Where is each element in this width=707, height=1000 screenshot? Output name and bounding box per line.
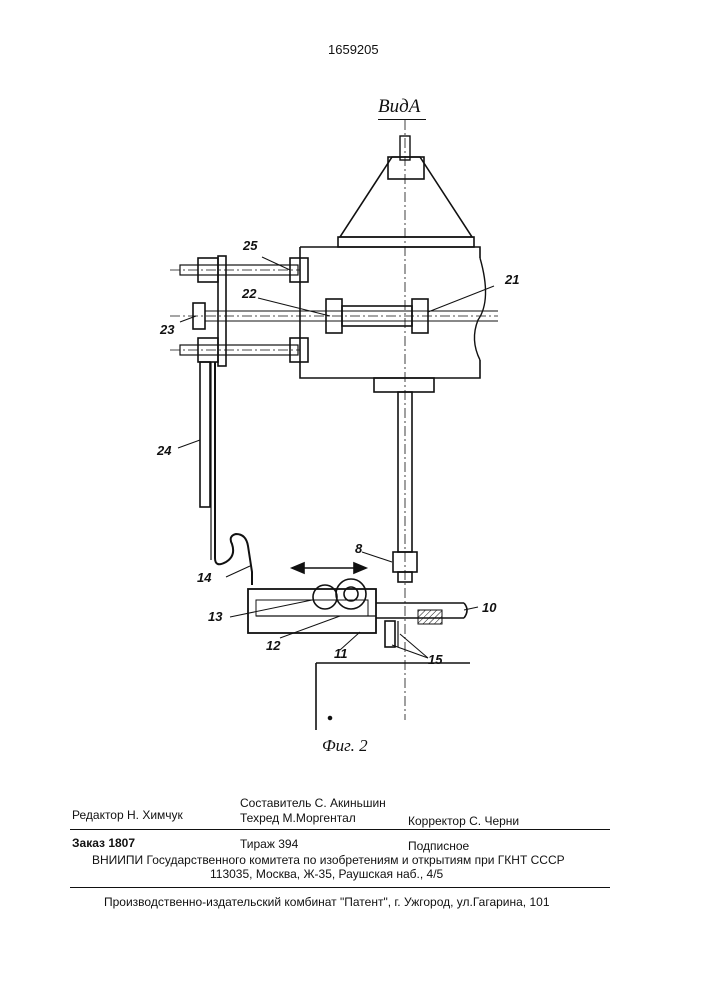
footer-rule-bottom bbox=[70, 887, 610, 888]
figure-label: Фиг. 2 bbox=[322, 736, 368, 756]
order-number: Заказ 1807 bbox=[72, 836, 135, 850]
callout-14: 14 bbox=[197, 570, 211, 585]
callout-22: 22 bbox=[242, 286, 256, 301]
footer-rule-top bbox=[70, 829, 610, 830]
base-block bbox=[316, 663, 470, 730]
callout-24: 24 bbox=[157, 443, 171, 458]
funnel-housing bbox=[340, 157, 472, 237]
institute-address: 113035, Москва, Ж-35, Раушская наб., 4/5 bbox=[210, 867, 443, 881]
editor-credit: Редактор Н. Химчук bbox=[72, 808, 183, 822]
publisher-line: Производственно-издательский комбинат "П… bbox=[104, 895, 550, 909]
hatched-insert bbox=[418, 610, 442, 624]
callout-23: 23 bbox=[160, 322, 174, 337]
callout-8: 8 bbox=[355, 541, 362, 556]
bracket-24 bbox=[200, 362, 210, 507]
corrector-credit: Корректор С. Черни bbox=[408, 814, 519, 828]
housing-flange bbox=[338, 237, 474, 247]
callout-11: 11 bbox=[334, 646, 348, 661]
callout-10: 10 bbox=[482, 600, 496, 615]
pin-15 bbox=[385, 621, 395, 647]
callout-15: 15 bbox=[428, 652, 442, 667]
compiler-credit: Составитель С. Акиньшин bbox=[240, 796, 386, 810]
subscription-note: Подписное bbox=[408, 839, 469, 853]
institute-name: ВНИИПИ Государственного комитета по изоб… bbox=[92, 853, 565, 867]
callout-12: 12 bbox=[266, 638, 280, 653]
callout-13: 13 bbox=[208, 609, 222, 624]
techred-credit: Техред М.Моргентал bbox=[240, 811, 356, 825]
roller-main bbox=[336, 579, 366, 609]
body-break-line bbox=[474, 258, 485, 360]
callout-25: 25 bbox=[243, 238, 257, 253]
circulation: Тираж 394 bbox=[240, 837, 298, 851]
main-body bbox=[300, 247, 480, 378]
wire-14 bbox=[215, 362, 252, 585]
bottom-boss bbox=[374, 378, 434, 392]
callout-21: 21 bbox=[505, 272, 519, 287]
